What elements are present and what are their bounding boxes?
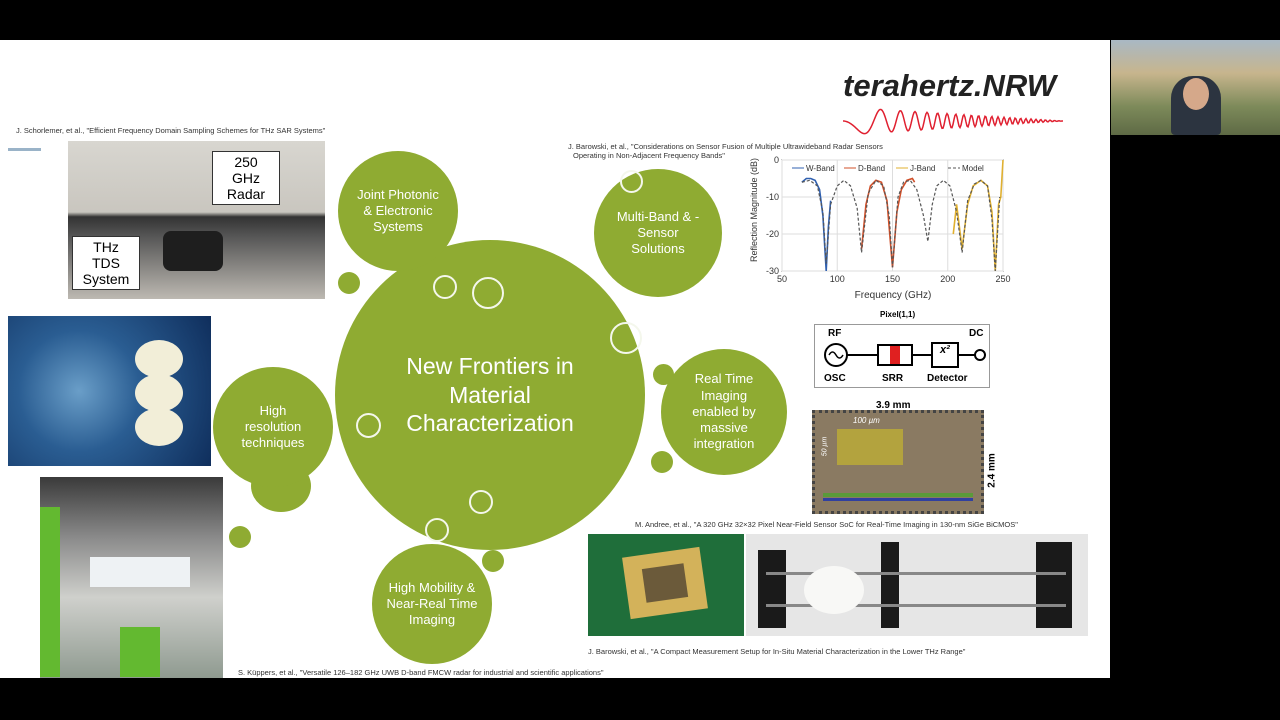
pixel-title: Pixel(1,1) <box>880 310 916 319</box>
rf-label: RF <box>828 328 842 339</box>
chart-xtick-label: 200 <box>940 274 955 284</box>
bubble-multi-band: Multi-Band & -Sensor Solutions <box>594 169 722 297</box>
chart-legend: W-Band D-Band J-Band Model <box>792 164 984 173</box>
chip-50um-label: 50 µm <box>821 436 829 457</box>
bubble-joint-label: Joint Photonic & Electronic Systems <box>357 186 439 235</box>
center-title: New Frontiers in Material Characterizati… <box>406 352 574 437</box>
chart-series-d-band <box>860 177 916 268</box>
measurement-setup-photo <box>746 534 1088 636</box>
bubble-dot <box>653 364 674 385</box>
bubble-dot <box>651 451 673 473</box>
chart-series-w-band <box>801 177 832 272</box>
chip-100um-label: 100 µm <box>853 416 880 425</box>
bubble-joint-photonic: Joint Photonic & Electronic Systems <box>338 151 458 271</box>
bubble-ring <box>425 518 449 542</box>
legend-label: Model <box>962 164 984 173</box>
chart-ylabel: Reflection Magnitude (dB) <box>749 158 759 262</box>
legend-label: D-Band <box>858 164 885 173</box>
bubble-ring <box>610 322 642 354</box>
bubble-multiband-label: Multi-Band & -Sensor Solutions <box>616 208 700 257</box>
citation-barowski-fusion: J. Barowski, et al., "Considerations on … <box>568 142 883 151</box>
chip-package-photo <box>588 534 744 636</box>
square-law-label: x² <box>940 344 950 356</box>
chart-xtick-label: 250 <box>995 274 1010 284</box>
chart-xtick-label: 150 <box>885 274 900 284</box>
slide-marker-line <box>8 148 41 151</box>
citation-barowski-fusion-2: Operating in Non-Adjacent Frequency Band… <box>573 151 725 160</box>
circuit-schematic-icon <box>824 342 986 368</box>
thz-image-scan <box>8 316 211 466</box>
bubble-ring <box>469 490 493 514</box>
detector-label: Detector <box>927 373 968 384</box>
citation-kuppers: S. Küppers, et al., "Versatile 126–182 G… <box>238 668 604 677</box>
bubble-dot <box>482 550 504 572</box>
citation-schorlemer: J. Schorlemer, et al., "Efficient Freque… <box>16 126 326 135</box>
chip-micrograph: 100 µm 50 µm <box>812 410 984 514</box>
chart-ytick-label: -30 <box>766 266 779 276</box>
bubble-mobility-label: High Mobility & Near-Real Time Imaging <box>386 579 478 628</box>
presentation-slide: terahertz.NRW J. Schorlemer, et al., "Ef… <box>0 40 1110 678</box>
chart-ytick-label: -10 <box>766 192 779 202</box>
reflection-chart: 50 100 150 200 250 0 -10 -20 -30 Reflection Magn… <box>749 155 1011 301</box>
bubble-high-resolution: High resolution techniques <box>213 367 333 487</box>
chart-ytick-label: -20 <box>766 229 779 239</box>
bubble-high-mobility: High Mobility & Near-Real Time Imaging <box>372 544 492 664</box>
bubble-resolution-label: High resolution techniques <box>241 402 305 451</box>
chip-width-label: 3.9 mm <box>876 400 911 411</box>
chart-series-model <box>801 179 1001 272</box>
terahertz-nrw-logo: terahertz.NRW <box>842 68 1064 143</box>
chart-xlabel: Frequency (GHz) <box>855 290 932 301</box>
osc-label: OSC <box>824 373 846 384</box>
logo-wave-icon <box>842 108 1064 135</box>
scanner-rig-photo <box>40 477 223 678</box>
chart-ytick-label: 0 <box>774 155 779 165</box>
citation-andree: M. Andree, et al., "A 320 GHz 32×32 Pixe… <box>635 520 1018 529</box>
bubble-realtime-label: Real Time Imaging enabled by massive int… <box>692 371 756 452</box>
dc-label: DC <box>969 328 984 339</box>
legend-label: J-Band <box>910 164 935 173</box>
bubble-ring <box>620 170 643 193</box>
webcam-thumbnail[interactable] <box>1111 40 1280 135</box>
bubble-dot <box>229 526 251 548</box>
pixel-diagram: Pixel(1,1) RF DC OSC SRR Detector x² <box>812 310 992 390</box>
bubble-ring <box>356 413 381 438</box>
bubble-real-time: Real Time Imaging enabled by massive int… <box>661 349 787 475</box>
chip-height-label: 2.4 mm <box>986 453 998 488</box>
tds-label: THz TDS System <box>72 236 140 290</box>
radar-label: 250 GHz Radar <box>212 151 280 205</box>
chart-xtick-label: 50 <box>777 274 787 284</box>
bubble-dot <box>338 272 360 294</box>
bubble-ring <box>472 277 504 309</box>
radar-setup-photo: 250 GHz Radar THz TDS System <box>68 141 325 299</box>
chart-xtick-label: 100 <box>830 274 845 284</box>
bubble-ring <box>433 275 457 299</box>
citation-barowski-setup: J. Barowski, et al., "A Compact Measurem… <box>588 647 966 656</box>
legend-label: W-Band <box>806 164 835 173</box>
logo-text: terahertz.NRW <box>843 68 1057 103</box>
srr-label: SRR <box>882 373 904 384</box>
